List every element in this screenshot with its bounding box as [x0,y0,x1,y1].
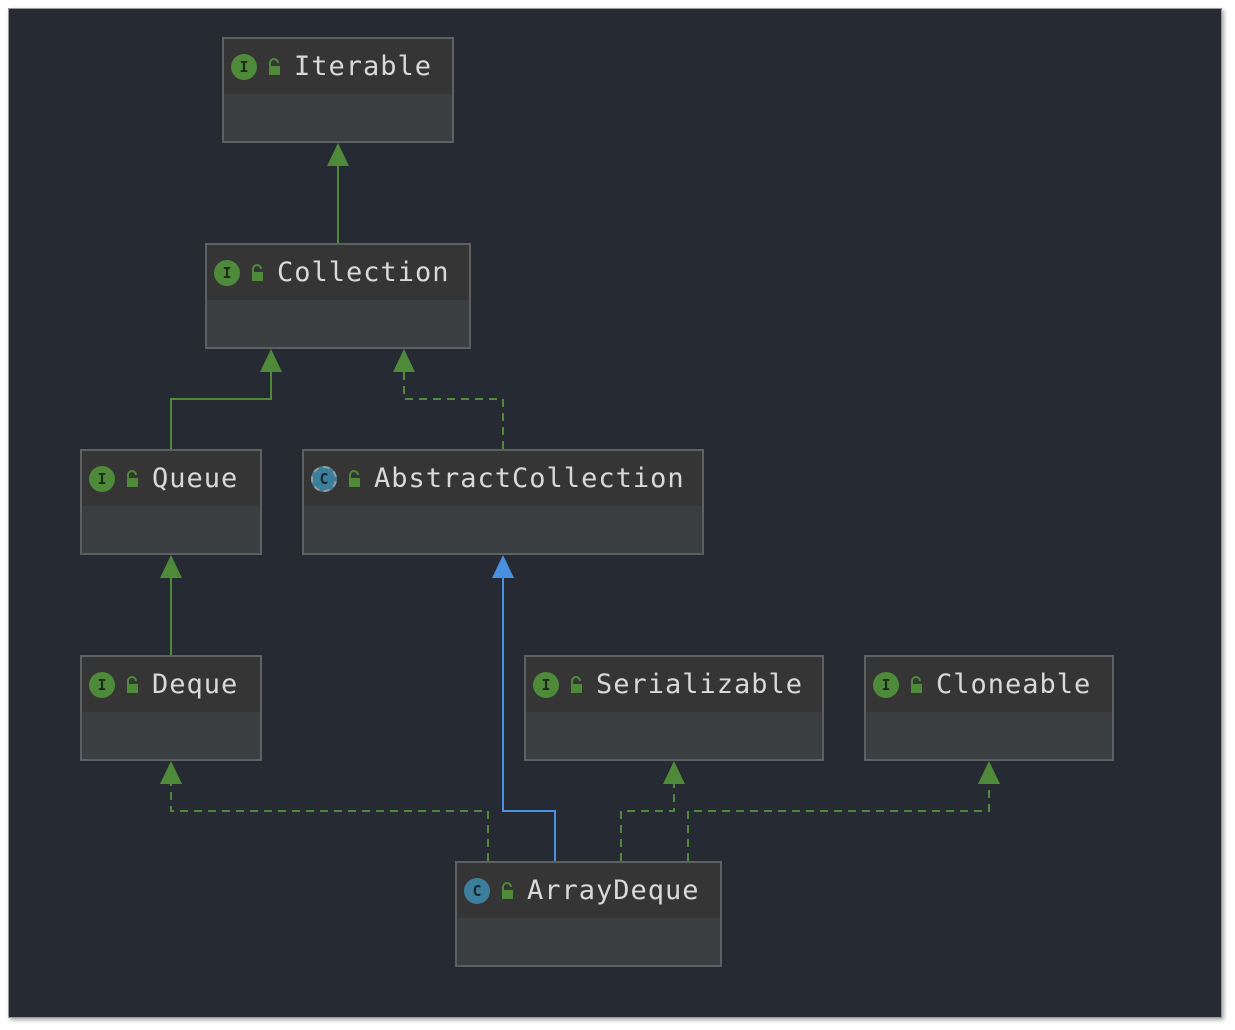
arrowhead-deque-to-queue [160,555,182,578]
node-serializable[interactable]: I Serializable [524,655,824,761]
node-queue[interactable]: I Queue [80,449,262,555]
arrowhead-arraydeque-to-deque [160,761,182,784]
node-title: ArrayDeque [527,875,700,906]
lock-icon [349,469,360,487]
edges-layer [160,143,1000,861]
node-title: Serializable [596,669,804,700]
edge-queue-to-collection [170,371,272,449]
lock-icon [127,675,138,693]
arrowhead-collection-to-iterable [327,143,349,166]
lock-icon [911,675,922,693]
arrowhead-arraydeque-to-cloneable [978,761,1000,784]
lock-icon [127,469,138,487]
interface-icon: I [89,671,115,698]
arrowhead-arraydeque-to-serializable [663,761,685,784]
abstract-class-icon: C [311,465,337,492]
node-title: Deque [152,669,239,700]
node-iterable[interactable]: I Iterable [222,37,454,143]
node-title: Cloneable [936,669,1092,700]
node-title: AbstractCollection [374,463,685,494]
interface-icon: I [214,259,240,286]
lock-icon [502,881,513,899]
edge-abstractcollection-to-collection [403,371,504,449]
lock-icon [571,675,582,693]
node-cloneable[interactable]: I Cloneable [864,655,1114,761]
node-title: Collection [277,257,450,288]
class-icon: C [464,877,490,904]
edge-arraydeque-to-abstractcollection [502,577,556,861]
edge-arraydeque-to-serializable [620,783,675,861]
interface-icon: I [873,671,899,698]
interface-icon: I [231,53,257,80]
edge-arraydeque-to-cloneable [687,783,990,861]
arrowhead-arraydeque-to-abstractcollection [492,555,514,578]
node-arraydeque[interactable]: C ArrayDeque [455,861,722,967]
arrowhead-queue-to-collection [260,349,282,372]
arrowhead-abstractcollection-to-collection [393,349,415,372]
node-title: Queue [152,463,239,494]
node-deque[interactable]: I Deque [80,655,262,761]
node-title: Iterable [294,51,433,82]
lock-icon [252,263,263,281]
edge-arraydeque-to-deque [170,783,489,861]
node-abstractcollection[interactable]: C AbstractCollection [302,449,704,555]
diagram-canvas: I Iterable I Collection I Queue C AbstractCo… [8,8,1222,1018]
interface-icon: I [533,671,559,698]
interface-icon: I [89,465,115,492]
lock-icon [269,57,280,75]
node-collection[interactable]: I Collection [205,243,471,349]
